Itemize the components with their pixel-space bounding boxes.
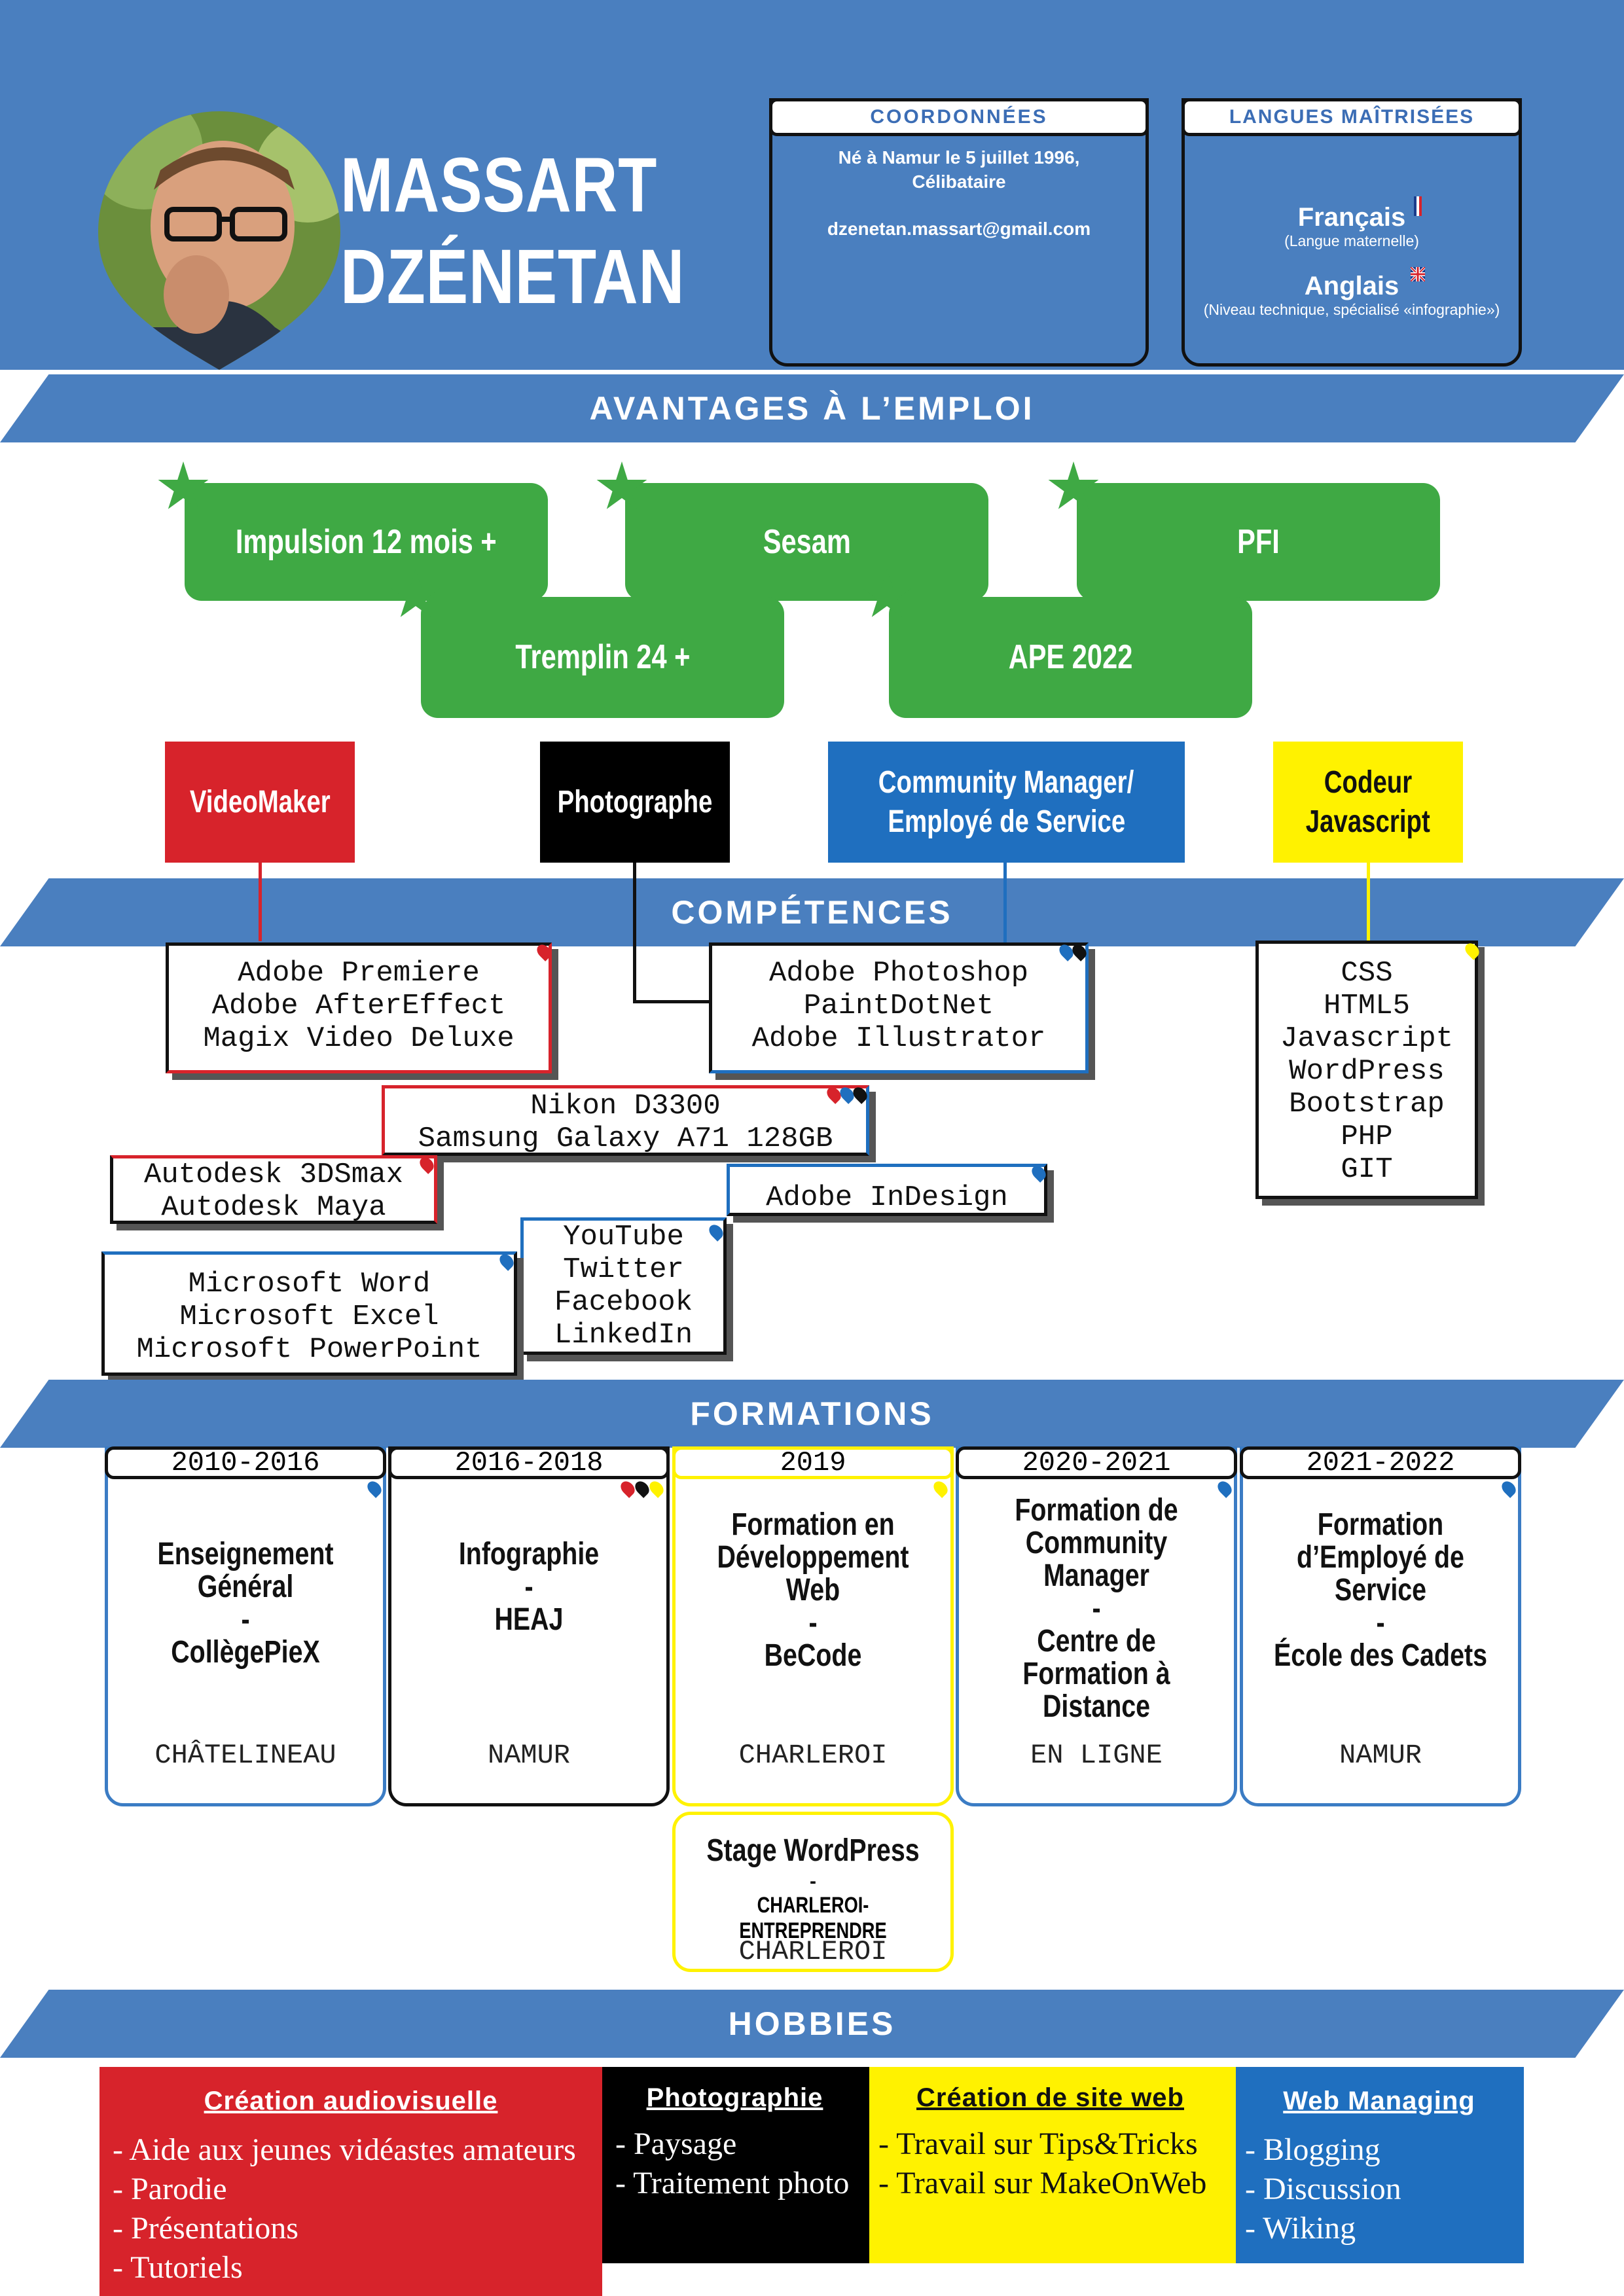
skills-autodesk-frame bbox=[110, 1155, 437, 1224]
skills-adobe-box: Adobe Photoshop PaintDotNet Adobe Illust… bbox=[709, 942, 1089, 1073]
connector-line bbox=[1003, 863, 1007, 944]
skills-adobe-frame bbox=[709, 942, 1089, 1073]
birth-line-1: Né à Namur le 5 juillet 1996, bbox=[838, 147, 1080, 168]
birth-line-2: Célibataire bbox=[912, 171, 1006, 192]
formation-year: 2010-2016 bbox=[105, 1446, 386, 1479]
formation-card-2010 bbox=[105, 1446, 386, 1806]
first-name: DZÉNETAN bbox=[340, 234, 685, 320]
profile-photo bbox=[98, 111, 340, 370]
language-french-note: (Langue maternelle) bbox=[1284, 232, 1419, 249]
formations-banner: FORMATIONS bbox=[0, 1380, 1624, 1448]
language-english-note: (Niveau technique, spécialisé «infograph… bbox=[1203, 301, 1500, 318]
formation-card-2016 bbox=[388, 1446, 670, 1806]
language-french: Français (Langue maternelle) bbox=[1182, 203, 1522, 250]
hobby-web-managing: Web Managing - Blogging - Discussion - W… bbox=[1236, 2067, 1524, 2263]
formation-year: 2016-2018 bbox=[388, 1446, 670, 1479]
hobbies-banner: HOBBIES bbox=[0, 1990, 1624, 2058]
formations-title: FORMATIONS bbox=[690, 1395, 934, 1432]
languages-card-title: LANGUES MAÎTRISÉES bbox=[1182, 98, 1522, 136]
connector-line bbox=[633, 1000, 712, 1003]
formation-title: Formation en Développement Web - BeCode bbox=[717, 1507, 909, 1673]
category-photographe: Photographe bbox=[540, 742, 730, 863]
languages-card bbox=[1182, 98, 1522, 367]
skills-video-frame bbox=[166, 942, 552, 1073]
skills-web-box: CSS HTML5 Javascript WordPress Bootstrap… bbox=[1255, 941, 1478, 1199]
hobbies-title: HOBBIES bbox=[728, 2005, 896, 2042]
formation-city: NAMUR bbox=[1339, 1740, 1422, 1771]
flag-uk-icon bbox=[1409, 266, 1426, 283]
advantage-ape: APE 2022 bbox=[889, 597, 1252, 718]
formation-year: 2019 bbox=[672, 1446, 954, 1479]
skills-camera-frame bbox=[382, 1085, 869, 1156]
stage-title: Stage WordPress bbox=[706, 1833, 920, 1868]
skills-indesign-frame bbox=[727, 1164, 1047, 1216]
formation-city: EN LIGNE bbox=[1030, 1740, 1163, 1771]
formation-title: Enseignement Général - CollègePieX bbox=[157, 1537, 334, 1670]
flag-france-icon bbox=[1414, 196, 1422, 216]
competences-banner: COMPÉTENCES bbox=[0, 878, 1624, 946]
skills-office-frame bbox=[101, 1251, 517, 1376]
advantage-tremplin: Tremplin 24 + bbox=[421, 597, 784, 718]
hobby-website: Création de site web - Travail sur Tips&… bbox=[869, 2067, 1236, 2263]
category-community-manager: Community Manager/ Employé de Service bbox=[828, 742, 1185, 863]
advantages-title: AVANTAGES À L’EMPLOI bbox=[589, 390, 1035, 427]
email-address[interactable]: dzenetan.massart@gmail.com bbox=[827, 219, 1091, 239]
language-french-name: Français bbox=[1297, 203, 1406, 232]
formation-year: 2021-2022 bbox=[1240, 1446, 1521, 1479]
formation-year: 2020-2021 bbox=[956, 1446, 1237, 1479]
advantage-impulsion: Impulsion 12 mois + bbox=[185, 483, 548, 601]
competences-title: COMPÉTENCES bbox=[671, 894, 953, 931]
stage-organisation: CHARLEROI-ENTREPRENDRE bbox=[739, 1893, 887, 1943]
connector-line bbox=[1367, 863, 1370, 944]
skills-autodesk-box: Autodesk 3DSmax Autodesk Maya bbox=[110, 1155, 437, 1224]
hobby-audiovisual: Création audiovisuelle - Aide aux jeunes… bbox=[99, 2067, 602, 2296]
language-english-name: Anglais bbox=[1304, 272, 1399, 300]
connector-line bbox=[259, 863, 262, 941]
formation-city: CHARLEROI bbox=[738, 1740, 888, 1771]
skills-social-frame bbox=[520, 1217, 727, 1355]
formation-title: Formation de Community Manager - Centre … bbox=[1015, 1493, 1178, 1724]
stage-city: CHARLEROI bbox=[738, 1936, 888, 1967]
category-codeur: Codeur Javascript bbox=[1273, 742, 1463, 863]
formation-title: Infographie - HEAJ bbox=[458, 1537, 600, 1637]
formation-card-2019 bbox=[672, 1446, 954, 1806]
skills-office-box: Microsoft Word Microsoft Excel Microsoft… bbox=[101, 1251, 517, 1376]
skills-video-box: Adobe Premiere Adobe AfterEffect Magix V… bbox=[166, 942, 552, 1073]
advantage-sesam: Sesam bbox=[625, 483, 988, 601]
advantages-banner: AVANTAGES À L’EMPLOI bbox=[0, 374, 1624, 442]
stage-dash: - bbox=[810, 1871, 816, 1892]
contact-card bbox=[769, 98, 1149, 367]
stage-card bbox=[672, 1812, 954, 1972]
language-english: Anglais (Niveau technique, spécialisé «i… bbox=[1182, 272, 1522, 319]
formation-title: Formation d’Employé de Service - École d… bbox=[1274, 1507, 1487, 1673]
connector-line bbox=[633, 863, 636, 1003]
advantage-pfi: PFI bbox=[1077, 483, 1440, 601]
formation-card-2021 bbox=[1240, 1446, 1521, 1806]
formation-city: NAMUR bbox=[487, 1740, 571, 1771]
last-name: MASSART bbox=[340, 142, 658, 228]
formation-city: CHÂTELINEAU bbox=[154, 1740, 336, 1771]
category-videomaker: VideoMaker bbox=[165, 742, 355, 863]
hobby-photography: Photographie - Paysage - Traitement phot… bbox=[602, 2067, 869, 2263]
contact-card-title: COORDONNÉES bbox=[769, 98, 1149, 136]
